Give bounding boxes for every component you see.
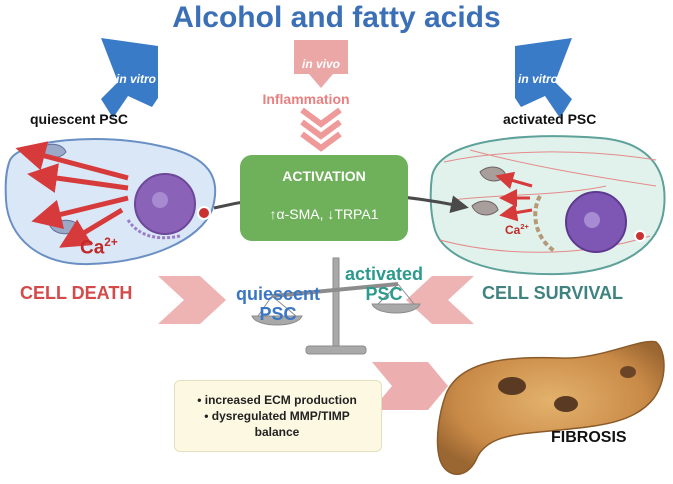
quiescent-cell	[4, 138, 217, 266]
balance-quiescent-line2: PSC	[259, 304, 297, 324]
balance-quiescent-label: quiescent PSC	[228, 284, 328, 324]
inflammation-label: Inflammation	[262, 91, 350, 107]
fibrosis-effect-mmp: • dysregulated MMP/TIMP	[204, 409, 350, 423]
calcium-label-right: Ca2+	[505, 222, 529, 237]
quiescent-psc-label: quiescent PSC	[30, 111, 129, 127]
left-in-vitro-label: in vitro	[116, 72, 157, 86]
balance-scale	[251, 257, 421, 355]
pancreas-illustration	[436, 340, 665, 475]
right-in-vitro-label: in vitro	[518, 72, 559, 86]
left-in-vitro-arrow	[101, 38, 158, 118]
in-vivo-arrow	[294, 40, 348, 88]
balance-quiescent-line1: quiescent	[235, 284, 321, 304]
cell-death-label: CELL DEATH	[20, 283, 133, 303]
balance-activated-line1: activated	[344, 264, 424, 284]
in-vivo-label: in vivo	[301, 57, 340, 71]
activated-psc-label: activated PSC	[503, 111, 597, 127]
activation-box	[240, 155, 408, 241]
cell-survival-chevron	[406, 276, 474, 324]
fibrosis-effects-list: • increased ECM production • dysregulate…	[174, 392, 380, 440]
balance-activated-line2: PSC	[365, 284, 403, 304]
right-in-vitro-arrow	[515, 38, 572, 118]
main-title: Alcohol and fatty acids	[172, 1, 501, 34]
fibrosis-label: FIBROSIS	[551, 429, 627, 446]
calcium-label-left: Ca2+	[80, 236, 118, 259]
cell-death-chevron	[158, 276, 226, 324]
activation-markers: ↑α-SMA, ↓TRPA1	[269, 206, 379, 222]
inflammation-chevrons	[300, 107, 342, 152]
activated-cell	[429, 135, 666, 276]
fibrosis-effect-ecm: • increased ECM production	[197, 393, 357, 407]
fibrosis-effect-balance: balance	[254, 425, 300, 439]
fibrosis-chevrons	[372, 362, 448, 410]
fibrosis-effects-box	[174, 380, 382, 452]
balance-activated-label: activated PSC	[332, 264, 436, 304]
cell-survival-label: CELL SURVIVAL	[482, 283, 624, 303]
activation-title: ACTIVATION	[282, 168, 366, 184]
